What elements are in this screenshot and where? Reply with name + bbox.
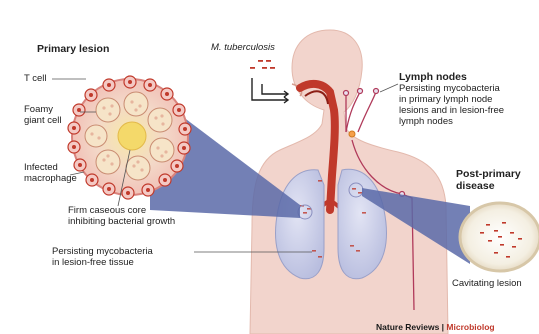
caseous-core [118,122,146,150]
lymph-desc-line2: in primary lymph node [399,95,492,106]
foamy-giant-cell-label-line2: giant cell [24,116,62,127]
foamy-giant-cell-label-line1: Foamy [24,105,53,116]
caseous-core-label-line2: inhibiting bacterial growth [68,217,175,228]
primary-lesion-title: Primary lesion [37,43,109,55]
post-primary-title-line2: disease [456,180,495,192]
credit-journal: Nature Reviews [376,322,439,332]
t-cell-label: T cell [24,74,47,85]
credit-section: Microbiolog [446,322,494,332]
post-primary-title-line1: Post-primary [456,168,521,180]
credit-line: Nature Reviews | Microbiolog [376,322,495,333]
infected-macrophage-label-line2: macrophage [24,174,77,185]
cavitating-lesion-illustration [460,203,539,271]
persisting-label-line2: in lesion-free tissue [52,258,134,269]
lymph-desc-line3: lesions and in lesion-free [399,106,504,117]
lymph-node-lesion [349,131,355,137]
cavitating-lesion-label: Cavitating lesion [452,279,522,290]
lymph-nodes-title: Lymph nodes [399,71,467,83]
airborne-bacilli [250,60,275,69]
caseous-core-label-line1: Firm caseous core [68,206,146,217]
lymph-desc-line1: Persisting mycobacteria [399,84,500,95]
lymph-desc-line4: lymph nodes [399,117,453,128]
m-tuberculosis-label: M. tuberculosis [211,43,275,54]
infected-macrophage-label-line1: Infected [24,163,58,174]
persisting-label-line1: Persisting mycobacteria [52,247,153,258]
inhalation-arrows [252,78,288,103]
